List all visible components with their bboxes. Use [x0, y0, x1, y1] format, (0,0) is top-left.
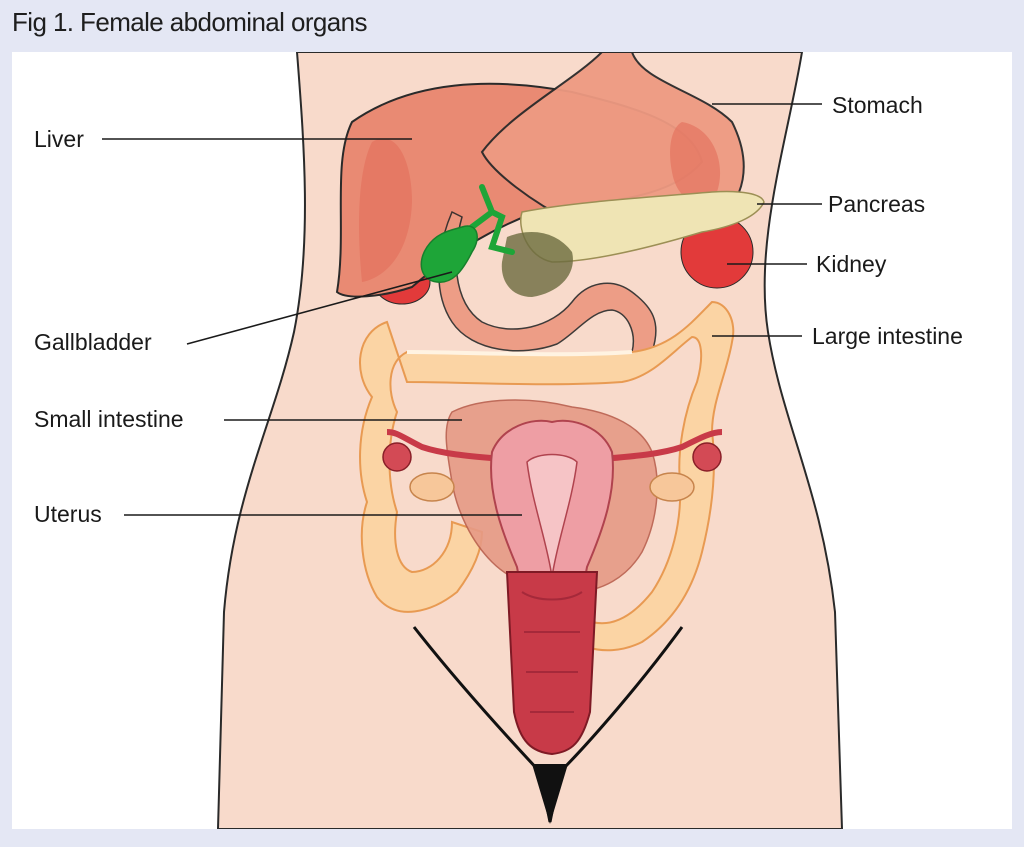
- label-kidney: Kidney: [816, 251, 887, 277]
- label-small-intestine: Small intestine: [34, 406, 184, 432]
- label-gallbladder: Gallbladder: [34, 329, 152, 355]
- label-uterus: Uterus: [34, 501, 102, 527]
- bile-duct: [469, 184, 515, 255]
- organ-shadow: [501, 232, 573, 297]
- diagram-panel: Liver Stomach Pancreas Kidney Gallbladde…: [12, 52, 1012, 829]
- vagina: [505, 571, 599, 756]
- left-fimbriae: [382, 442, 412, 472]
- right-ovary: [649, 472, 695, 502]
- uterine-cavity: [526, 453, 578, 578]
- pubic-area: [532, 764, 568, 824]
- gallbladder-leader: [186, 271, 453, 345]
- gallbladder: [420, 225, 478, 283]
- label-stomach: Stomach: [832, 92, 923, 118]
- label-large-intestine: Large intestine: [812, 323, 963, 349]
- label-pancreas: Pancreas: [828, 191, 925, 217]
- anatomy-illustration: Liver Stomach Pancreas Kidney Gallbladde…: [34, 52, 963, 829]
- figure-title: Fig 1. Female abdominal organs: [12, 7, 367, 37]
- large-intestine: [359, 300, 735, 652]
- right-fimbriae: [692, 442, 722, 472]
- liver-shade: [359, 138, 412, 282]
- left-ovary: [409, 472, 455, 502]
- label-liver: Liver: [34, 126, 84, 152]
- large-intestine-haustra: [406, 350, 633, 357]
- vaginal-folds: [521, 591, 583, 713]
- stomach-highlight: [670, 122, 721, 203]
